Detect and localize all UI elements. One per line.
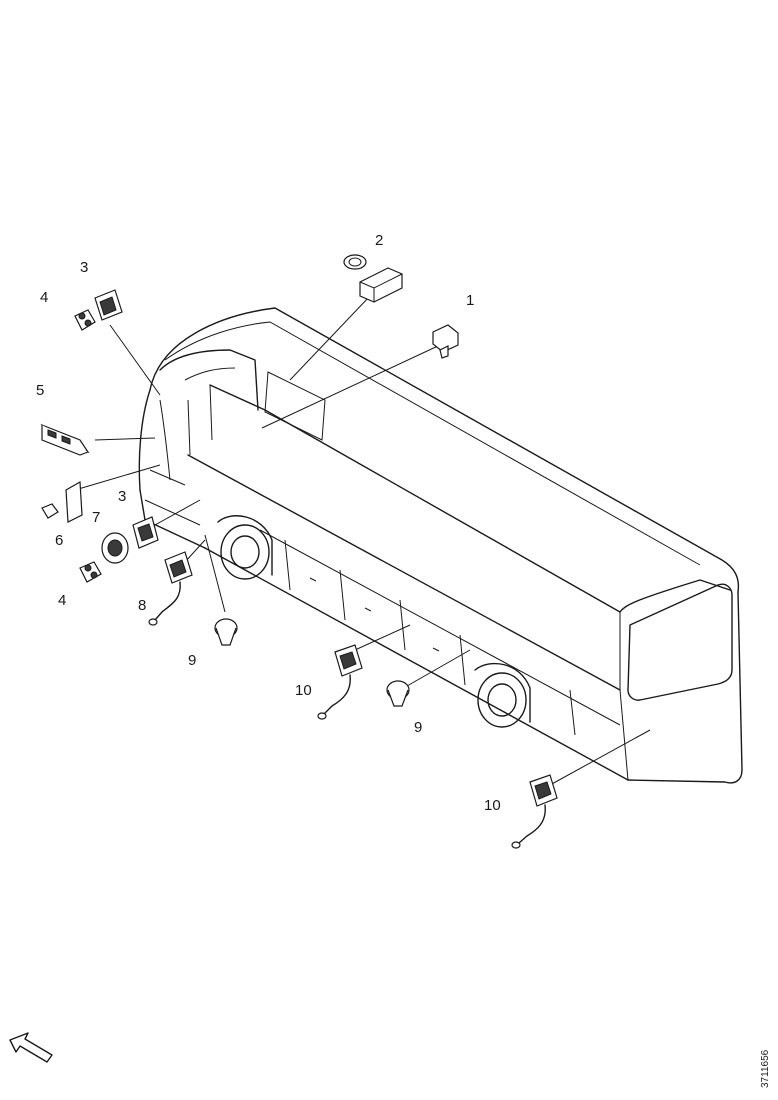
part-6-panel <box>41 481 83 523</box>
callout-3-upper: 3 <box>80 259 88 276</box>
callout-7: 7 <box>92 509 100 526</box>
reference-number: 3711656 <box>760 1049 771 1088</box>
part-5-control-strip <box>40 423 90 456</box>
callout-9-rear: 9 <box>414 719 422 736</box>
callout-5: 5 <box>36 382 44 399</box>
part-8-sensor-with-cable <box>148 551 193 626</box>
part-4-connector-lower <box>79 561 102 583</box>
direction-arrow-icon <box>9 1032 53 1063</box>
part-7-speaker <box>101 532 129 564</box>
part-4-connector-upper <box>74 309 96 331</box>
part-3-switch-upper <box>94 289 123 321</box>
part-3-switch-lower <box>132 516 159 549</box>
callout-10-rear: 10 <box>484 797 501 814</box>
callout-9-front: 9 <box>188 652 196 669</box>
leader-lines <box>74 295 651 786</box>
part-10-sensor-rear <box>511 774 558 849</box>
part-2-module <box>343 254 403 303</box>
part-10-sensor-middle <box>317 644 363 720</box>
callout-1: 1 <box>466 292 474 309</box>
part-9-lamp-front <box>214 618 238 646</box>
callout-4-upper: 4 <box>40 289 48 306</box>
callout-2: 2 <box>375 232 383 249</box>
part-9-lamp-rear <box>386 680 410 707</box>
callout-6: 6 <box>55 532 63 549</box>
callout-4-lower: 4 <box>58 592 66 609</box>
callout-3-lower: 3 <box>118 488 126 505</box>
part-1-sensor <box>432 324 459 359</box>
callout-10-middle: 10 <box>295 682 312 699</box>
bus-body <box>138 307 743 784</box>
callout-8: 8 <box>138 597 146 614</box>
